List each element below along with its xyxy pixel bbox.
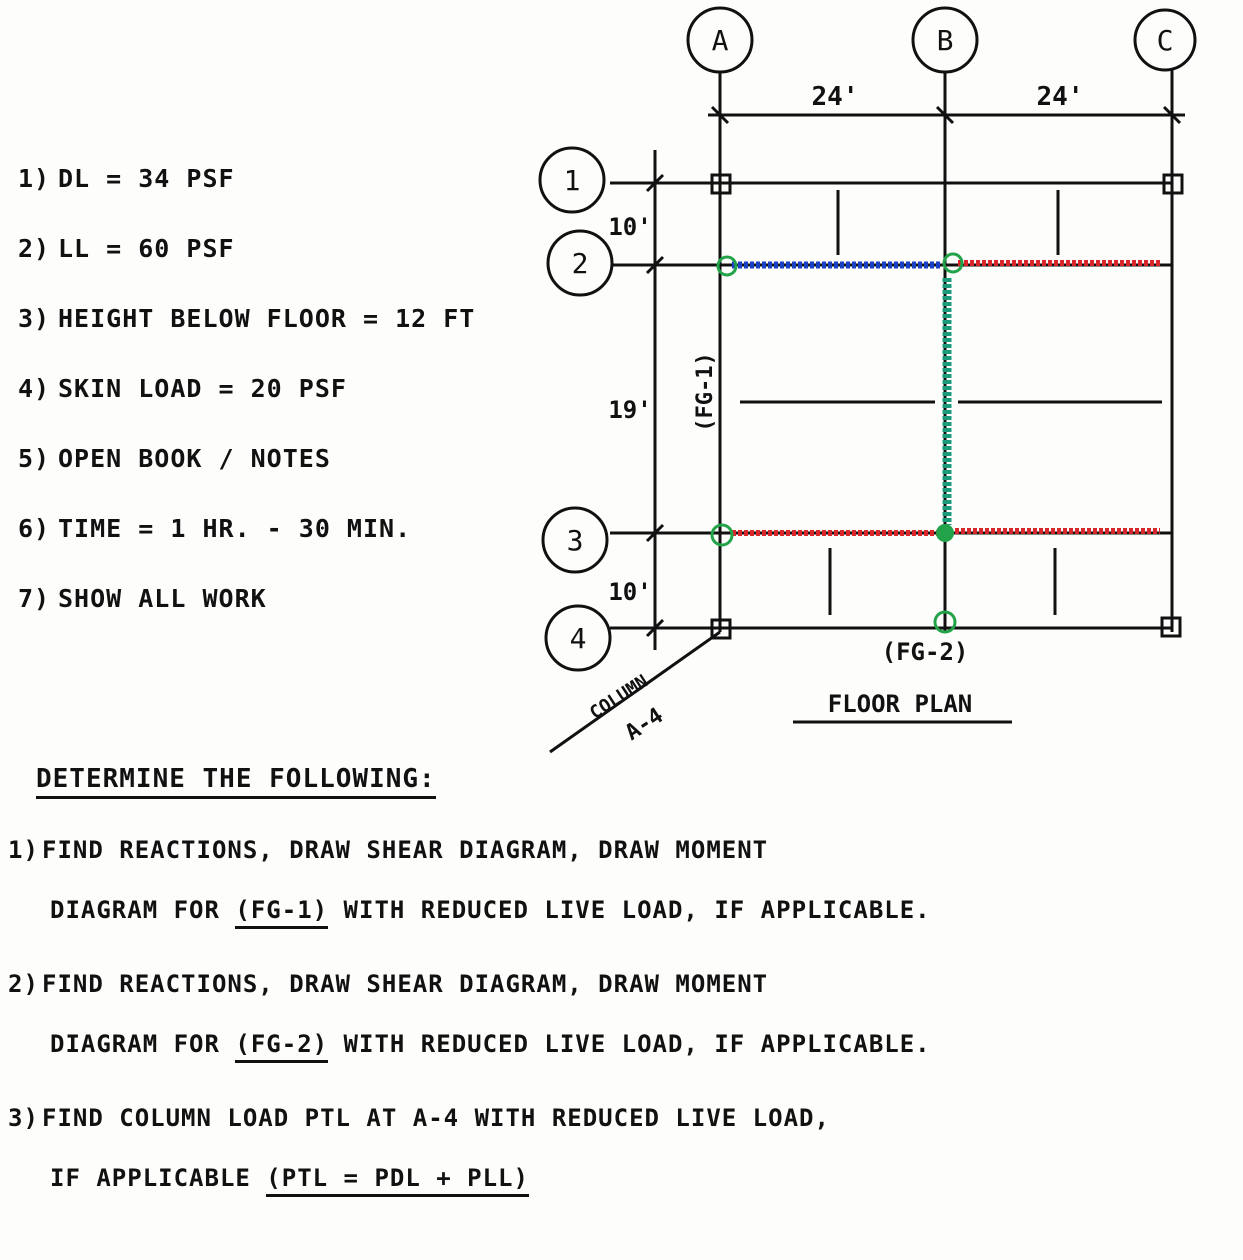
grid-row-label-4: 4 bbox=[570, 622, 587, 655]
node-b4 bbox=[933, 610, 957, 634]
grid-row-label-2: 2 bbox=[572, 247, 589, 280]
task-item-2: 2)FIND REACTIONS, DRAW SHEAR DIAGRAM, DR… bbox=[8, 954, 1233, 1074]
row-spacing-12: 10' bbox=[608, 213, 651, 241]
grid-row-label-1: 1 bbox=[564, 164, 581, 197]
task-item-3: 3)FIND COLUMN LOAD PTL AT A-4 WITH REDUC… bbox=[8, 1088, 1233, 1208]
grid-col-label-b: B bbox=[937, 24, 954, 57]
given-item-height: 3)HEIGHT BELOW FLOOR = 12 FT bbox=[18, 304, 476, 333]
col-spacing-ab: 24' bbox=[812, 82, 859, 112]
plan-title: FLOOR PLAN bbox=[828, 690, 973, 718]
node-b3 bbox=[936, 524, 954, 542]
column-c1 bbox=[1162, 173, 1184, 195]
given-item-live-load: 2)LL = 60 PSF bbox=[18, 234, 235, 263]
grid-col-label-c: C bbox=[1157, 24, 1174, 57]
given-item-open-book: 5)OPEN BOOK / NOTES bbox=[18, 444, 331, 473]
girder-fg2-label: (FG-2) bbox=[882, 638, 969, 666]
node-b2 bbox=[942, 252, 964, 274]
column-c4 bbox=[1160, 616, 1182, 638]
given-item-dead-load: 1)DL = 34 PSF bbox=[18, 164, 235, 193]
floor-plan-diagram: A B C 1 2 3 4 24' 24' 10' 19' 10' (FG-1)… bbox=[538, 6, 1197, 754]
col-spacing-bc: 24' bbox=[1037, 82, 1084, 112]
column-a4 bbox=[710, 618, 732, 640]
girder-fg1-label: (FG-1) bbox=[693, 352, 718, 431]
instructions-heading: DETERMINE THE FOLLOWING: bbox=[36, 764, 436, 799]
node-a3 bbox=[710, 523, 734, 547]
given-list: 1)DL = 34 PSF 2)LL = 60 PSF 3)HEIGHT BEL… bbox=[18, 150, 538, 640]
given-item-skin-load: 4)SKIN LOAD = 20 PSF bbox=[18, 374, 347, 403]
row-spacing-34: 10' bbox=[608, 578, 651, 606]
task-list: 1)FIND REACTIONS, DRAW SHEAR DIAGRAM, DR… bbox=[8, 820, 1233, 1222]
column-id: A-4 bbox=[621, 703, 668, 746]
task-item-1: 1)FIND REACTIONS, DRAW SHEAR DIAGRAM, DR… bbox=[8, 820, 1233, 940]
given-item-time: 6)TIME = 1 HR. - 30 MIN. bbox=[18, 514, 412, 543]
node-a2 bbox=[716, 255, 738, 277]
grid-row-label-3: 3 bbox=[567, 524, 584, 557]
grid-col-label-a: A bbox=[712, 24, 729, 57]
given-item-show-work: 7)SHOW ALL WORK bbox=[18, 584, 267, 613]
column-leader-line bbox=[549, 630, 721, 754]
row-spacing-23: 19' bbox=[608, 396, 651, 424]
column-a1 bbox=[710, 173, 732, 195]
